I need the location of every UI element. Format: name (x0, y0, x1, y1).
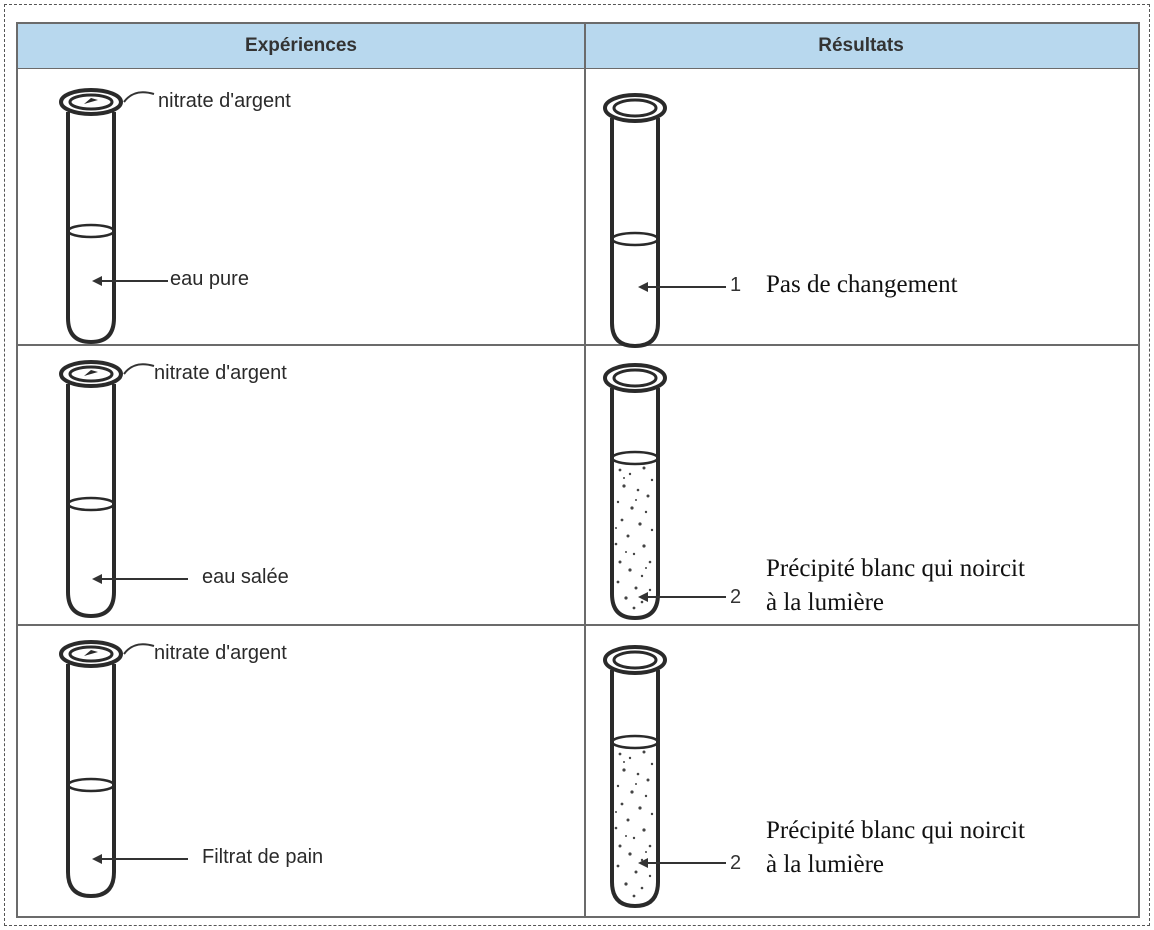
result-arrow (638, 592, 726, 602)
result-arrow (638, 858, 726, 868)
table-header: Expériences Résultats (18, 24, 1138, 69)
header-experiences: Expériences (245, 35, 357, 56)
precipitate-dots (614, 750, 654, 898)
result-text-line1: Précipité blanc qui noircit (766, 817, 1025, 844)
precipitate-dots (614, 466, 654, 610)
result-number: 2 (730, 852, 742, 874)
reagent-pointer (123, 643, 155, 655)
row-divider-2 (18, 624, 1138, 626)
solution-arrow (92, 854, 188, 864)
result-text-line2: à la lumière (766, 589, 884, 616)
table-row: nitrate d'argent eau salée (18, 346, 1138, 624)
reagent-label: nitrate d'argent (154, 362, 287, 384)
solution-arrow (92, 276, 168, 286)
result-text: Précipité blanc qui noircit à la lumière (766, 814, 1025, 882)
dashed-frame (4, 4, 1150, 926)
precipitate-tube-icon (603, 363, 667, 621)
result-text-line2: à la lumière (766, 851, 884, 878)
reagent-label: nitrate d'argent (158, 90, 291, 112)
test-tube-icon (59, 640, 123, 899)
column-divider (584, 24, 586, 916)
table-row: nitrate d'argent Filtrat de pain (18, 626, 1138, 918)
test-tube-icon (603, 93, 667, 349)
solution-arrow (92, 574, 188, 584)
precipitate-tube-icon (603, 645, 667, 909)
row-divider-1 (18, 344, 1138, 346)
result-text: Pas de changement (766, 268, 958, 302)
result-text: Précipité blanc qui noircit à la lumière (766, 552, 1025, 620)
solution-label: eau pure (170, 268, 249, 290)
header-resultats: Résultats (818, 35, 904, 56)
solution-label: eau salée (202, 566, 289, 588)
result-arrow (638, 282, 726, 292)
result-text-line1: Pas de changement (766, 271, 958, 298)
reagent-pointer (123, 91, 155, 103)
reagent-label: nitrate d'argent (154, 642, 287, 664)
reagent-pointer (123, 363, 155, 375)
result-text-line1: Précipité blanc qui noircit (766, 555, 1025, 582)
experiment-table: Expériences Résultats nitrate d'argent e… (16, 22, 1140, 918)
solution-label: Filtrat de pain (202, 846, 324, 868)
test-tube-icon (59, 88, 123, 345)
test-tube-icon (59, 360, 123, 619)
table-row: nitrate d'argent eau pure 1 Pas de chang… (18, 70, 1138, 349)
result-number: 1 (730, 274, 742, 296)
result-number: 2 (730, 586, 742, 608)
